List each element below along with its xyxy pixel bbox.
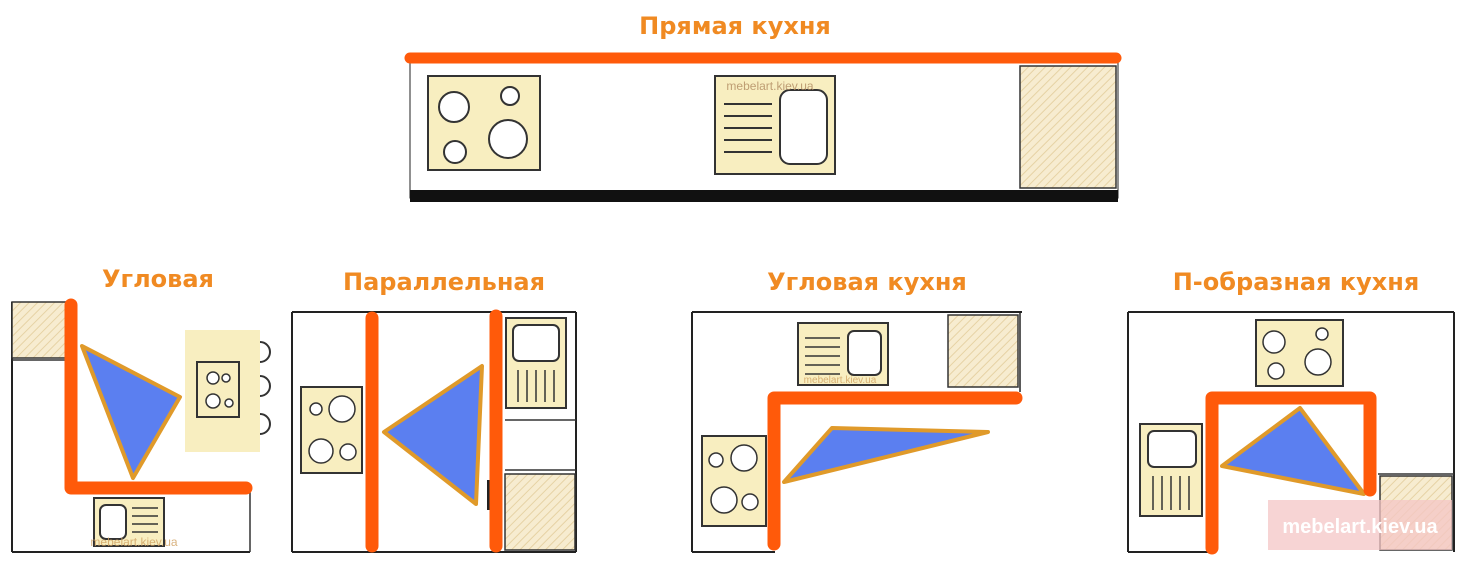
fridge-icon xyxy=(504,473,576,551)
fridge-icon xyxy=(11,301,68,359)
straight-kitchen-plan xyxy=(404,52,1122,202)
sink-icon xyxy=(1139,423,1203,517)
chair-icon xyxy=(259,413,271,435)
watermark-text: mebelart.kiev.ua xyxy=(804,375,877,386)
cooktop-icon xyxy=(300,386,363,474)
corner-kitchen-plan xyxy=(691,311,1023,553)
cooktop-icon xyxy=(427,75,541,171)
work-triangle xyxy=(80,344,182,480)
title-corner-kitchen: Угловая кухня xyxy=(767,268,967,296)
sink-icon xyxy=(93,497,165,547)
work-line xyxy=(767,391,1023,551)
title-parallel-kitchen: Параллельная xyxy=(342,268,546,296)
work-triangle xyxy=(782,426,990,484)
fridge-icon xyxy=(1019,65,1117,189)
wall xyxy=(410,190,1118,202)
work-line xyxy=(1205,391,1377,555)
fridge-icon xyxy=(947,314,1019,388)
sink-icon xyxy=(797,322,889,386)
watermark-badge xyxy=(1268,500,1452,550)
corner-small-plan xyxy=(11,298,271,553)
title-u-shaped-kitchen: П-образная кухня xyxy=(1172,268,1420,296)
watermark-badge-text: mebelart.kiev.ua xyxy=(1282,516,1438,538)
dining-table-icon xyxy=(185,330,260,452)
watermark-text: mebelart.kiev.ua xyxy=(90,535,177,549)
work-triangle xyxy=(1220,406,1366,496)
sink-icon xyxy=(714,75,836,175)
parallel-plan xyxy=(291,309,577,553)
u-shaped-kitchen-plan: mebelart.kiev.ua xyxy=(1127,311,1455,555)
title-straight-kitchen: Прямая кухня xyxy=(639,12,831,40)
watermark-text: mebelart.kiev.ua xyxy=(726,79,813,93)
work-line xyxy=(64,298,253,495)
work-triangle xyxy=(382,364,484,506)
cooktop-icon xyxy=(1255,319,1344,387)
chair-icon xyxy=(259,341,271,363)
sink-icon xyxy=(505,317,567,409)
chair-icon xyxy=(259,375,271,397)
title-corner-small: Угловая xyxy=(102,265,214,293)
cooktop-icon xyxy=(701,435,767,527)
